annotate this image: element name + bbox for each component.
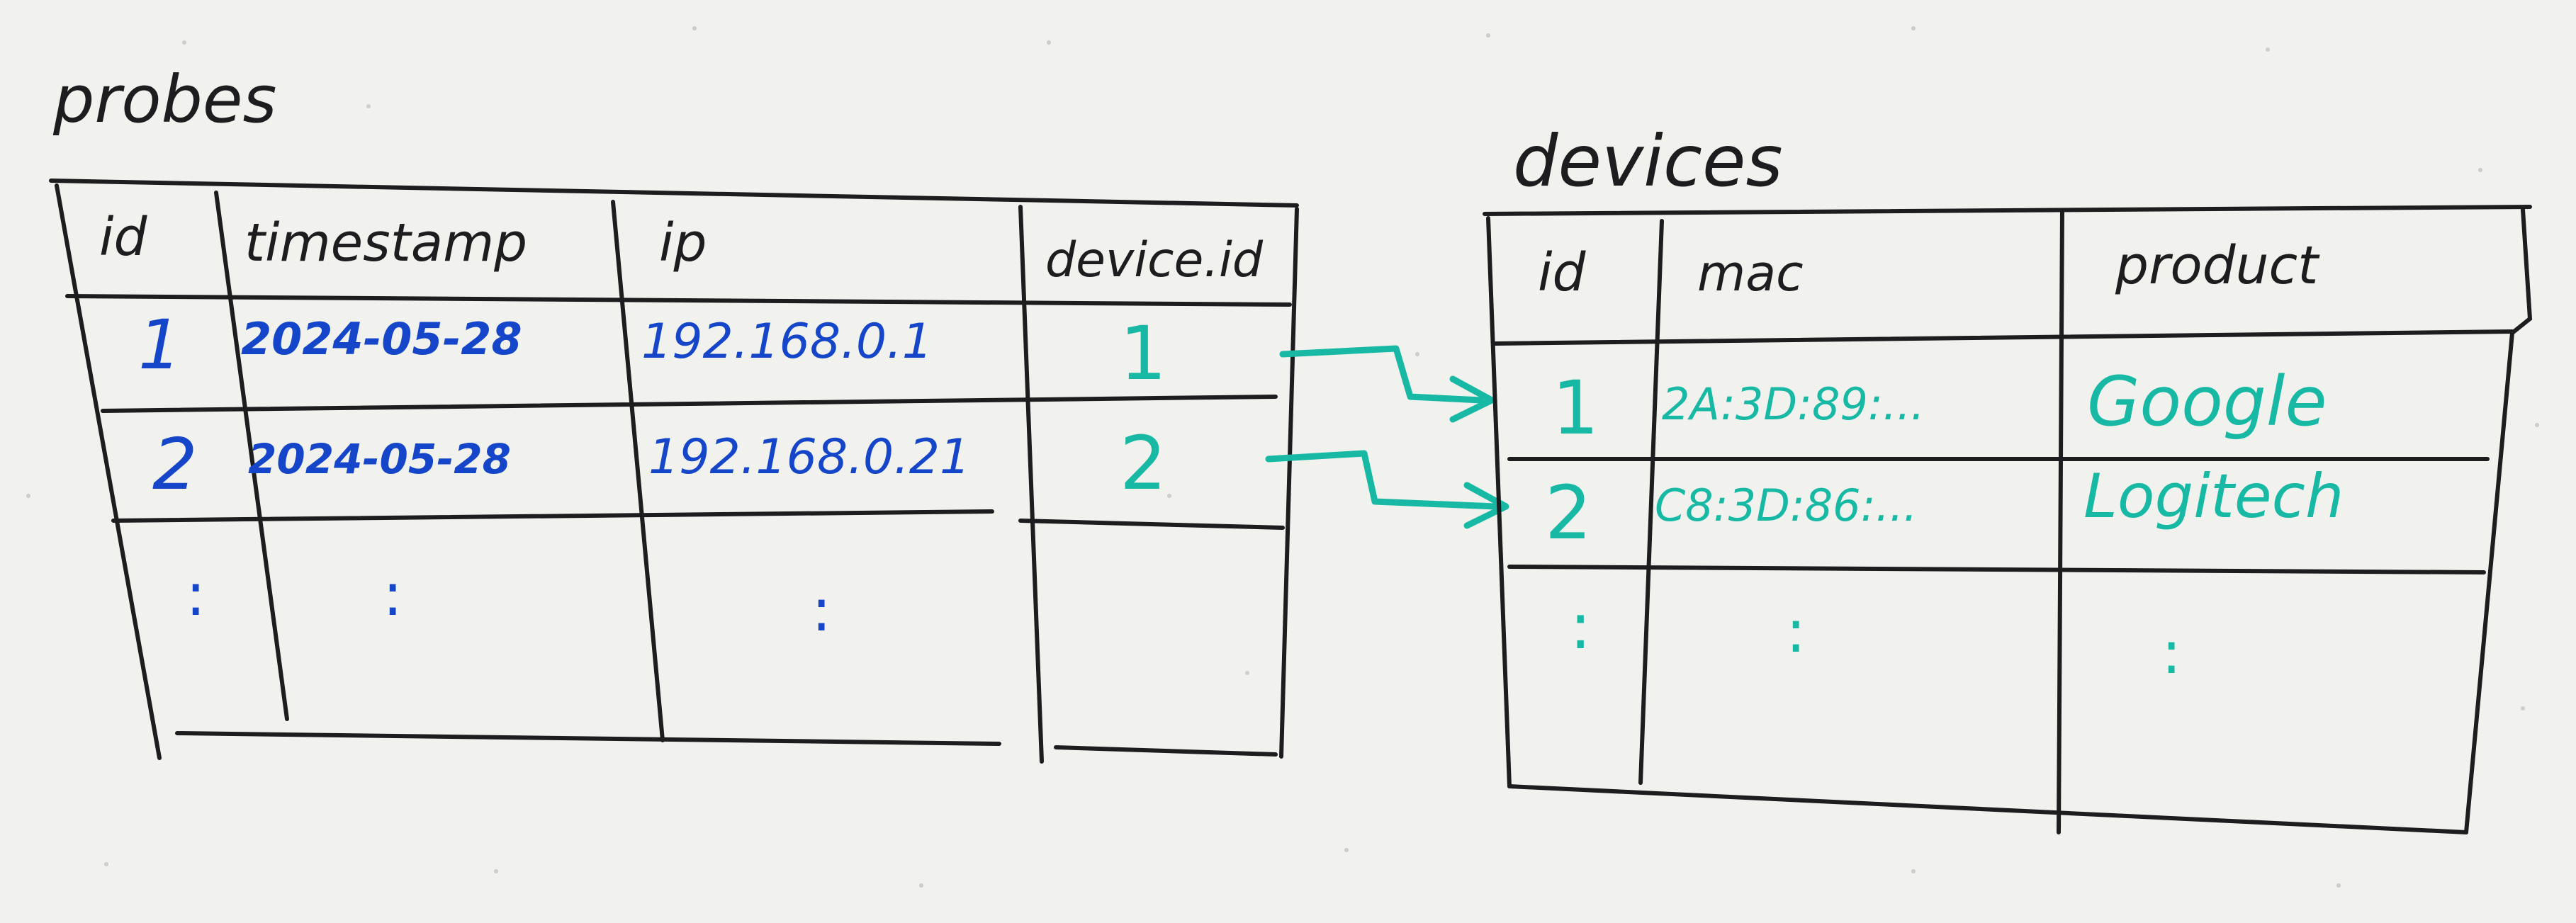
probes-row-2-id: 2 — [152, 423, 198, 506]
devices-table: devices id mac product 1 2A:3D:89:... Go… — [1483, 120, 2533, 834]
arrow-device-2-head — [1463, 482, 1509, 529]
probes-row-2: 2 2024-05-28 192.168.0.21 2 — [152, 420, 1166, 506]
devices-ellipsis-id: : — [1570, 589, 1591, 664]
devices-header-product: product — [2115, 235, 2320, 296]
devices-row-2: 2 C8:3D:86:... Logitech — [1545, 461, 2344, 556]
probes-row-1: 1 2024-05-28 192.168.0.1 1 — [138, 305, 1166, 397]
devices-header-id: id — [1538, 242, 1587, 303]
arrow-device-1 — [1279, 345, 1485, 404]
probes-row-1-ip: 192.168.0.1 — [641, 314, 933, 370]
relation-arrows — [1265, 345, 1509, 529]
probes-header-row: id timestamp ip device.id — [99, 207, 1264, 288]
probes-row-2-device-id: 2 — [1120, 420, 1166, 506]
devices-ellipsis-mac: : — [1786, 596, 1806, 666]
devices-row-2-id: 2 — [1545, 470, 1592, 556]
probes-grid-lines — [49, 179, 1299, 764]
probes-header-id: id — [99, 207, 148, 268]
probes-header-timestamp: timestamp — [244, 213, 527, 273]
probes-header-device-id: device.id — [1045, 232, 1264, 288]
arrow-device-2 — [1265, 450, 1499, 510]
probes-ellipsis-timestamp: : — [383, 560, 403, 629]
devices-header-mac: mac — [1697, 244, 1804, 302]
devices-title: devices — [1513, 120, 1783, 203]
probes-header-ip: ip — [659, 213, 707, 273]
probes-ellipsis-id: : — [186, 560, 206, 629]
probes-row-2-timestamp: 2024-05-28 — [248, 435, 511, 483]
devices-row-2-mac: C8:3D:86:... — [1655, 480, 1918, 531]
devices-ellipsis-row: : : : — [1570, 589, 2181, 687]
devices-row-1: 1 2A:3D:89:... Google — [1552, 362, 2327, 451]
probes-row-1-timestamp: 2024-05-28 — [241, 313, 522, 365]
devices-ellipsis-product: : — [2161, 618, 2181, 687]
arrow-device-1-head — [1449, 375, 1495, 423]
devices-row-1-product: Google — [2087, 362, 2327, 441]
devices-row-1-id: 1 — [1552, 365, 1599, 451]
probes-ellipsis-row: : : : — [186, 560, 831, 645]
devices-grid-lines — [1483, 205, 2533, 834]
probes-row-1-id: 1 — [138, 305, 181, 385]
board-dots — [26, 26, 2539, 888]
probes-ellipsis-ip: : — [811, 575, 831, 645]
probes-row-1-device-id: 1 — [1120, 310, 1166, 397]
probes-title: probes — [52, 62, 276, 137]
probes-row-2-ip: 192.168.0.21 — [648, 429, 970, 485]
devices-row-1-mac: 2A:3D:89:... — [1662, 378, 1925, 430]
devices-header-row: id mac product — [1538, 235, 2320, 303]
probes-table: probes id timestamp ip device.id 1 2024-… — [49, 62, 1299, 764]
devices-row-2-product: Logitech — [2083, 461, 2344, 532]
